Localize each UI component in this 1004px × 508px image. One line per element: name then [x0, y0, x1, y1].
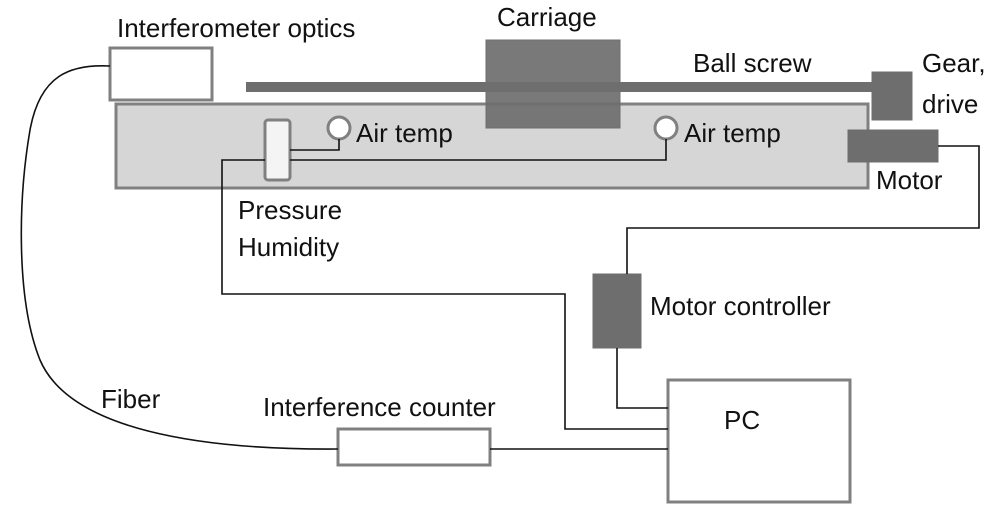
carriage-block	[485, 39, 621, 129]
ball-screw-label: Ball screw	[693, 48, 812, 78]
gear-drive-block	[871, 71, 913, 121]
drive-label: drive	[922, 89, 978, 119]
wire-air-temp-left-to-sensor	[290, 139, 340, 151]
wire-air-temp-right-to-sensor	[290, 139, 667, 161]
air-temp-left-label: Air temp	[356, 118, 453, 148]
gear-label: Gear,	[922, 48, 986, 78]
humidity-label: Humidity	[238, 232, 339, 262]
pressure-label: Pressure	[238, 195, 342, 225]
interference-counter-label: Interference counter	[263, 392, 496, 422]
wire-controller-to-pc	[616, 348, 668, 409]
fiber-label: Fiber	[101, 384, 161, 414]
fiber-cable	[20, 64, 339, 450]
carriage-label: Carriage	[497, 2, 597, 32]
air-temp-sensor-right	[653, 115, 679, 141]
wire-sensor-to-pc	[221, 159, 668, 430]
air-temp-sensor-left	[326, 115, 352, 141]
motor-label: Motor	[876, 165, 943, 195]
interference-counter-box	[336, 427, 492, 467]
pc-label: PC	[724, 405, 760, 435]
motor-controller-box	[592, 273, 642, 349]
pressure-humidity-sensor	[263, 118, 292, 182]
interferometer-optics-label: Interferometer optics	[117, 13, 355, 43]
pc-box	[666, 378, 852, 504]
air-temp-right-label: Air temp	[684, 118, 781, 148]
motor-block	[847, 129, 939, 163]
wire-motor-to-controller	[626, 145, 980, 274]
interferometer-optics-box	[108, 46, 214, 102]
motor-controller-label: Motor controller	[650, 291, 831, 321]
